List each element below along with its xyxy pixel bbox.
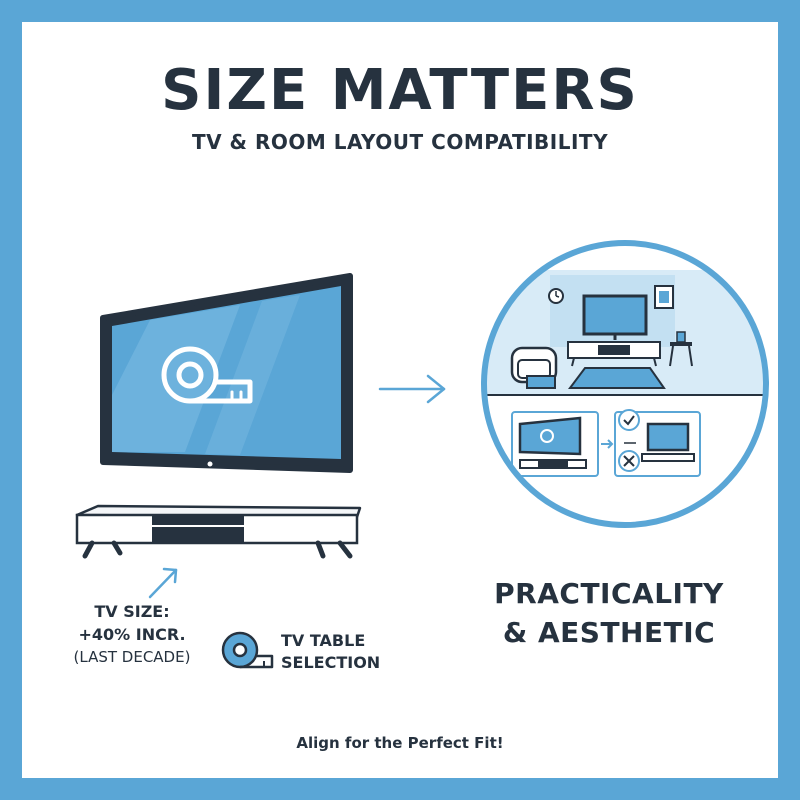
practicality-heading: PRACTICALITY & AESTHETIC (478, 574, 740, 652)
stat-line-2: +40% INCR. (78, 625, 186, 644)
large-tv (100, 273, 353, 473)
tv-table-line-1: TV TABLE (281, 631, 366, 650)
tv-table-line-2: SELECTION (281, 653, 381, 672)
practicality-line-1: PRACTICALITY (494, 577, 724, 610)
arrow-up-right-icon (148, 567, 178, 599)
clock-icon (548, 288, 564, 304)
page-subtitle: TV & ROOM LAYOUT COMPATIBILITY (191, 130, 609, 154)
check-icon (618, 409, 640, 431)
practicality-line-2: & AESTHETIC (502, 616, 716, 649)
tv-table-label: TV TABLE SELECTION (281, 630, 380, 674)
tv-stand (75, 504, 362, 559)
tape-measure-icon (161, 346, 253, 404)
arrow-right-icon (378, 374, 446, 404)
footer-tagline: Align for the Perfect Fit! (296, 734, 504, 752)
page-title: SIZE MATTERS (161, 58, 639, 123)
tape-measure-icon (221, 631, 274, 669)
picture-frame-icon (654, 285, 674, 309)
cross-icon (618, 450, 640, 472)
stat-line-3: (LAST DECADE) (73, 648, 191, 666)
tv-size-stat: TV SIZE: +40% INCR. (LAST DECADE) (58, 600, 206, 669)
stat-line-1: TV SIZE: (94, 602, 170, 621)
room-layout-circle (481, 240, 769, 528)
